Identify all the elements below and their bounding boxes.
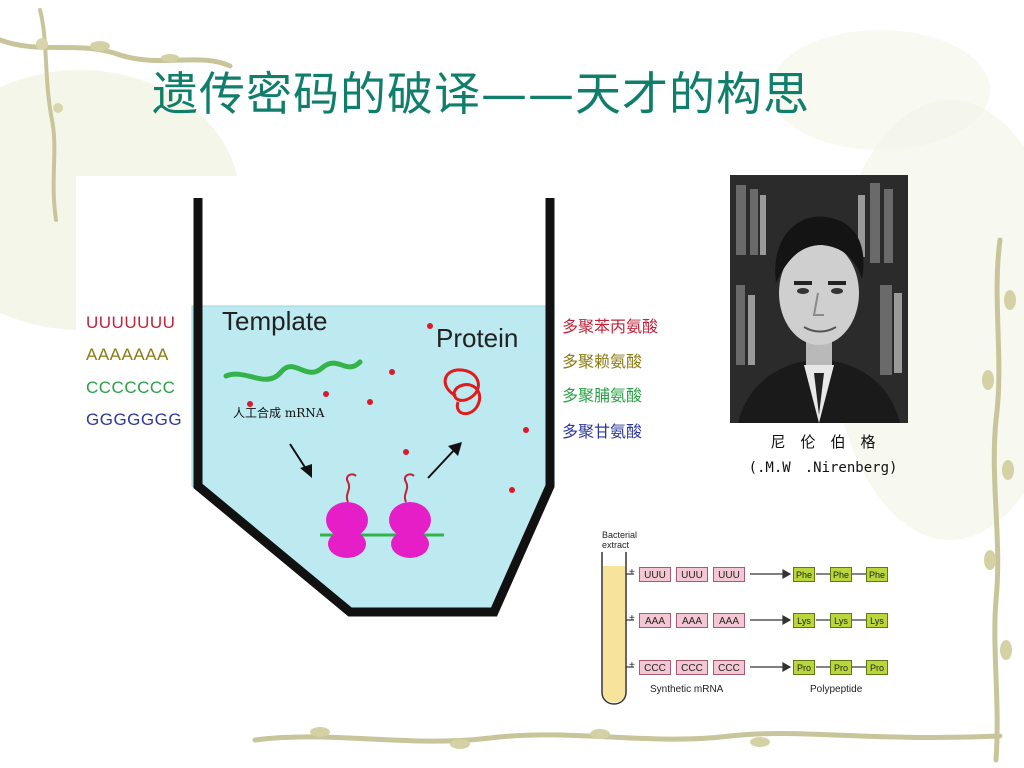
synthetic-mrna-label: Synthetic mRNA — [650, 684, 724, 695]
arrow-down-icon — [300, 464, 312, 478]
amino-acid-box: Phe — [793, 567, 815, 582]
codon-box: UUU — [639, 567, 671, 582]
extract-label-line1: Bacterial — [602, 530, 638, 540]
plus-sign: + — [629, 660, 635, 671]
test-tube — [601, 552, 627, 705]
product-gly: 多聚甘氨酸 — [562, 422, 643, 441]
product-pro: 多聚脯氨酸 — [562, 386, 643, 405]
test-tube-diagram — [601, 552, 866, 705]
polypeptide-label: Polypeptide — [810, 684, 863, 695]
plus-sign: + — [629, 613, 635, 624]
codon-box: CCC — [676, 660, 708, 675]
protein-coil — [443, 368, 482, 416]
ribosome-left — [326, 502, 368, 558]
codon-box: UUU — [713, 567, 745, 582]
amino-acid-box: Lys — [793, 613, 815, 628]
portrait-name-en: (.M.W .Nirenberg) — [748, 460, 898, 476]
nirenberg-portrait — [730, 175, 908, 423]
codon-box: CCC — [713, 660, 745, 675]
sequence-aaa: AAAAAAA — [86, 345, 169, 364]
amino-acid-box: Pro — [830, 660, 852, 675]
plus-sign: + — [629, 567, 635, 578]
mrna-strand — [223, 359, 363, 382]
amino-acid-box: Pro — [866, 660, 888, 675]
template-label: Template — [222, 306, 328, 336]
codon-box: AAA — [713, 613, 745, 628]
amino-acid-box: Lys — [866, 613, 888, 628]
slide-title: 遗传密码的破译——天才的构思 — [152, 67, 810, 121]
sequence-ggg: GGGGGGG — [86, 410, 183, 429]
codon-experiment-diagram: Bacterial extract + + + UUU UUU UUU Phe … — [594, 522, 906, 718]
portrait-name-cn: 尼 伦 伯 格 — [770, 433, 876, 451]
codon-box: CCC — [639, 660, 671, 675]
test-tube-illustration — [191, 198, 555, 617]
codon-box: AAA — [676, 613, 708, 628]
mrna-label: 人工合成 mRNA — [233, 406, 325, 420]
sequence-ccc: CCCCCCC — [86, 378, 176, 397]
amino-acid-box: Lys — [830, 613, 852, 628]
amino-acid-box: Phe — [830, 567, 852, 582]
sequence-uuu: UUUUUUU — [86, 313, 176, 332]
amino-acid-dots — [247, 323, 529, 493]
amino-acid-box: Pro — [793, 660, 815, 675]
codon-box: UUU — [676, 567, 708, 582]
protein-label: Protein — [436, 323, 519, 353]
extract-label-line2: extract — [602, 540, 630, 550]
arrow-up-icon — [448, 442, 462, 456]
amino-acid-box: Phe — [866, 567, 888, 582]
experiment-figure: UUUUUUU AAAAAAA CCCCCCC GGGGGGG Template… — [76, 176, 696, 646]
ribosome-right — [389, 502, 431, 558]
codon-box: AAA — [639, 613, 671, 628]
container-wall — [193, 198, 555, 617]
product-phe: 多聚苯丙氨酸 — [562, 317, 659, 336]
product-lys: 多聚赖氨酸 — [562, 352, 643, 371]
